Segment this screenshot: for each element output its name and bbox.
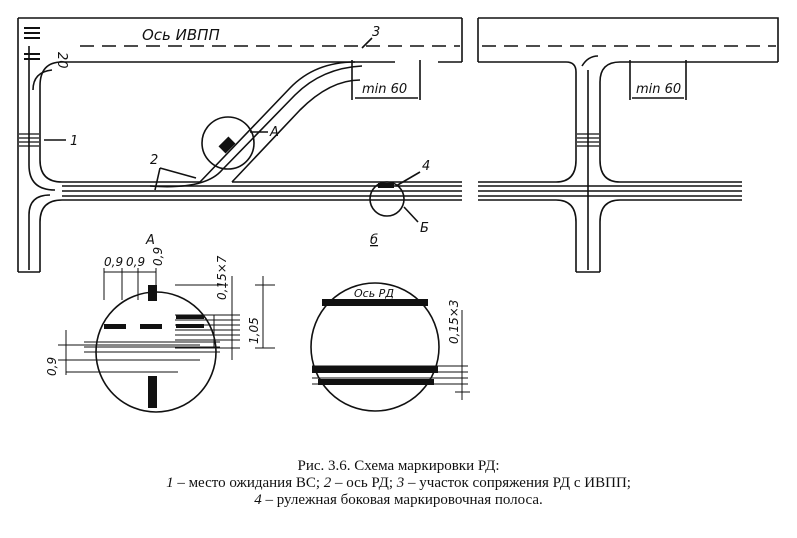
right-vert-centerline [581, 55, 599, 270]
right-runway-bottom-edge-left [478, 61, 577, 73]
left-taxiway-inner-line [32, 69, 53, 91]
caption-text-2: – ось РД; [331, 475, 397, 491]
leader-B [403, 206, 419, 223]
caption-text-1: – место ожидания ВС; [173, 475, 324, 491]
detail-B-circle [310, 282, 440, 412]
left-taxiway-inner-edge-mid [39, 86, 63, 183]
left-taxiway-centerline-bottom [28, 194, 51, 270]
diagonal-taxiway-edge-upper [199, 61, 356, 183]
plan-A-holding-mark [218, 136, 236, 154]
ref-B-label: Б [420, 221, 429, 236]
detailA-mark-right-2 [176, 324, 204, 328]
detailA-mark-left-2 [140, 324, 162, 329]
dim-015x3: 0,15×3 [447, 300, 461, 344]
taxi-axis-label: Ось РД [354, 287, 394, 300]
caption-line-3: 4 – рулежная боковая маркировочная полос… [0, 492, 797, 509]
caption-num-2: 2 [323, 475, 332, 491]
ref-A-label: А [269, 125, 279, 140]
callout-circle-B [369, 181, 405, 217]
diagonal-taxiway-edge-lower [231, 79, 361, 183]
dim-09-d: 0,9 [45, 357, 59, 376]
detailB-stripe-bottom [318, 379, 434, 385]
dim-09-c: 0,9 [151, 247, 165, 266]
ref-4-label: 4 [422, 159, 430, 174]
sub-b-label: б [370, 233, 378, 248]
joining-area-box [351, 60, 421, 100]
detailA-title: А [145, 233, 155, 248]
caption-num-3: 3 [396, 475, 405, 491]
right-min60-box [629, 60, 687, 100]
dim-09-a: 0,9 [104, 255, 123, 269]
right-runway-bottom-edge-right [599, 61, 778, 83]
caption-line-1: Рис. 3.6. Схема маркировки РД: [297, 458, 500, 474]
leader-2 [154, 167, 197, 191]
detailA-mark-bottom [148, 376, 157, 408]
right-runway-top-edge [478, 17, 779, 62]
dim-105: 1,05 [247, 317, 261, 344]
runway-axis-label: Ось ИВПП [142, 26, 220, 44]
caption-text-4: – рулежная боковая маркировочная полоса. [261, 492, 543, 508]
detailA-mark-left-1 [104, 324, 126, 329]
plan-B-side-mark [378, 183, 394, 188]
dim-09-b: 0,9 [126, 255, 145, 269]
threshold-marks [24, 27, 40, 60]
right-vert-taxiway-right-edge-upper [599, 82, 742, 183]
caption-text-3: – участок сопряжения РД с ИВПП; [404, 475, 631, 491]
detailA-mark-top [148, 285, 157, 301]
min60-right-label: min 60 [636, 82, 681, 97]
holding-position-marks [19, 133, 39, 147]
ref-2-label: 2 [150, 153, 158, 168]
detail-A-dimensions [58, 268, 275, 375]
caption-line-2: 1 – место ожидания ВС; 2 – ось РД; 3 – у… [0, 475, 797, 492]
right-vert-taxiway-right-edge-lower [599, 199, 742, 272]
number-20-label: 20 [54, 52, 69, 69]
detailB-stripe-top [322, 299, 428, 306]
right-vert-taxiway-left-edge-upper [478, 72, 577, 183]
diagonal-taxiway-centerline [149, 65, 363, 188]
dim-015x7: 0,15×7 [215, 255, 229, 300]
leader-3 [361, 37, 373, 49]
ref-3-label: 3 [372, 25, 380, 40]
right-holding-position-marks [577, 133, 599, 147]
detailB-stripe-mid [312, 366, 438, 373]
right-vert-taxiway-left-edge-lower [478, 199, 577, 272]
caption-num-1: 1 [166, 475, 174, 491]
min60-left-label: min 60 [362, 82, 407, 97]
left-taxiway-inner-edge-lower [39, 199, 63, 272]
caption-num-4: 4 [254, 492, 262, 508]
left-taxiway-centerline-top [28, 46, 56, 191]
leader-4 [395, 171, 421, 187]
figure-caption: Рис. 3.6. Схема маркировки РД: 1 – место… [0, 458, 797, 509]
left-taxiway-inner-edge-upper [39, 61, 63, 87]
callout-circle-A [201, 116, 255, 170]
ref-1-label: 1 [70, 134, 78, 149]
detailA-mark-right-1 [176, 315, 204, 319]
